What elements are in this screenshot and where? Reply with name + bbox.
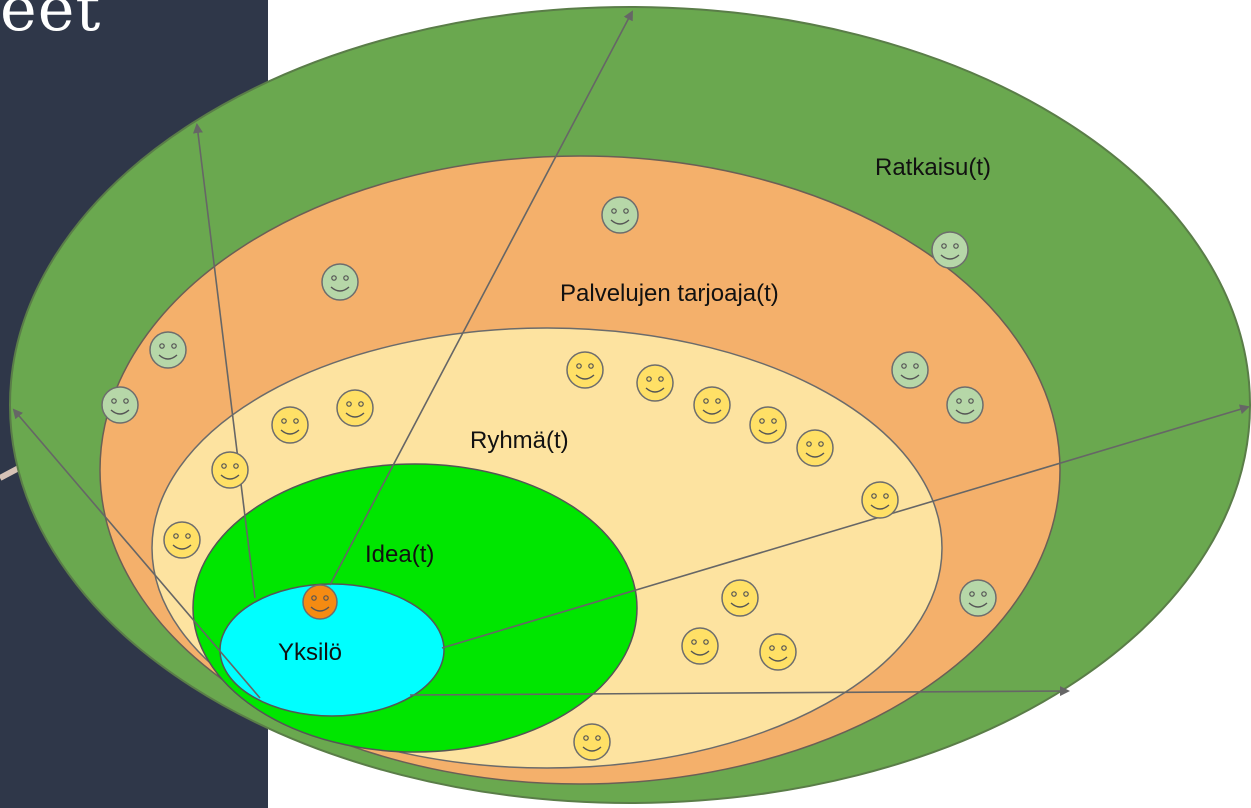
group-smiley-icon bbox=[693, 386, 731, 424]
provider-smiley-icon bbox=[601, 196, 639, 234]
group-smiley-icon bbox=[759, 633, 797, 671]
group-smiley-icon bbox=[566, 351, 604, 389]
arrow-group bbox=[12, 10, 1250, 699]
provider-smiley-icon bbox=[959, 579, 997, 617]
slide-title-fragment: eet bbox=[0, 0, 102, 45]
group-smiley-icon bbox=[796, 429, 834, 467]
provider-smiley-icon bbox=[931, 231, 969, 269]
group-smiley-icon bbox=[211, 451, 249, 489]
individual-smiley-icon bbox=[302, 584, 338, 620]
label-providers: Palvelujen tarjoaja(t) bbox=[560, 280, 779, 307]
arrow-horizontal bbox=[409, 686, 1070, 697]
provider-smiley-icon bbox=[891, 351, 929, 389]
label-individual: Yksilö bbox=[278, 639, 342, 666]
group-smiley-icon bbox=[749, 406, 787, 444]
label-ideas: Idea(t) bbox=[365, 541, 434, 568]
group-smiley-icon bbox=[861, 481, 899, 519]
label-solutions: Ratkaisu(t) bbox=[875, 154, 991, 181]
arrow-right bbox=[441, 404, 1250, 649]
arrow-left bbox=[12, 408, 261, 699]
group-smiley-icon bbox=[163, 521, 201, 559]
group-smiley-icon bbox=[636, 364, 674, 402]
group-smiley-icon bbox=[271, 406, 309, 444]
provider-smiley-icon bbox=[321, 263, 359, 301]
group-smiley-icon bbox=[681, 627, 719, 665]
smiley-faces bbox=[101, 196, 997, 761]
group-smiley-icon bbox=[573, 723, 611, 761]
provider-smiley-icon bbox=[149, 331, 187, 369]
group-smiley-icon bbox=[721, 579, 759, 617]
provider-smiley-icon bbox=[101, 386, 139, 424]
group-smiley-icon bbox=[336, 389, 374, 427]
arrow-up-left bbox=[193, 123, 256, 599]
label-groups: Ryhmä(t) bbox=[470, 427, 569, 454]
provider-smiley-icon bbox=[946, 386, 984, 424]
arrow-up-right bbox=[329, 10, 633, 586]
